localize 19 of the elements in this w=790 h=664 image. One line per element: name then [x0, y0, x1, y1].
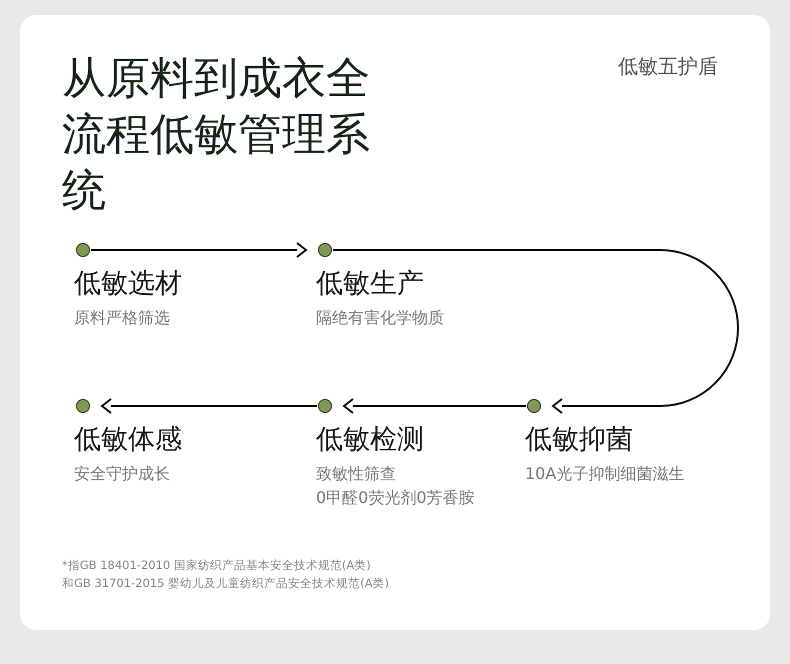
- step-title: 低敏抑菌: [525, 423, 633, 457]
- step-title: 低敏体感: [74, 423, 182, 457]
- step-description: 10A光子抑制细菌滋生: [525, 463, 684, 485]
- step-title: 低敏检测: [316, 423, 424, 457]
- arrow: [91, 242, 307, 258]
- step-title: 低敏选材: [74, 267, 182, 301]
- arrow: [343, 398, 526, 414]
- arrow: [333, 249, 739, 414]
- tag-text: 低敏五护盾: [618, 53, 718, 80]
- footnote: 和GB 31701-2015 婴幼儿及儿童纺织产品安全技术规范(A类): [62, 576, 389, 591]
- step-description: 安全守护成长: [74, 463, 170, 485]
- step-description: 0甲醛0荧光剂0芳香胺: [316, 487, 475, 509]
- step-description: 致敏性筛查: [316, 463, 396, 485]
- step-title: 低敏生产: [316, 267, 424, 301]
- step-description: 原料严格筛选: [74, 307, 170, 329]
- footnote: *指GB 18401-2010 国家纺织产品基本安全技术规范(A类): [62, 558, 371, 573]
- step-description: 隔绝有害化学物质: [316, 307, 444, 329]
- title: 从原料到成衣全流程低敏管理系统: [62, 52, 371, 218]
- arrow: [101, 398, 317, 414]
